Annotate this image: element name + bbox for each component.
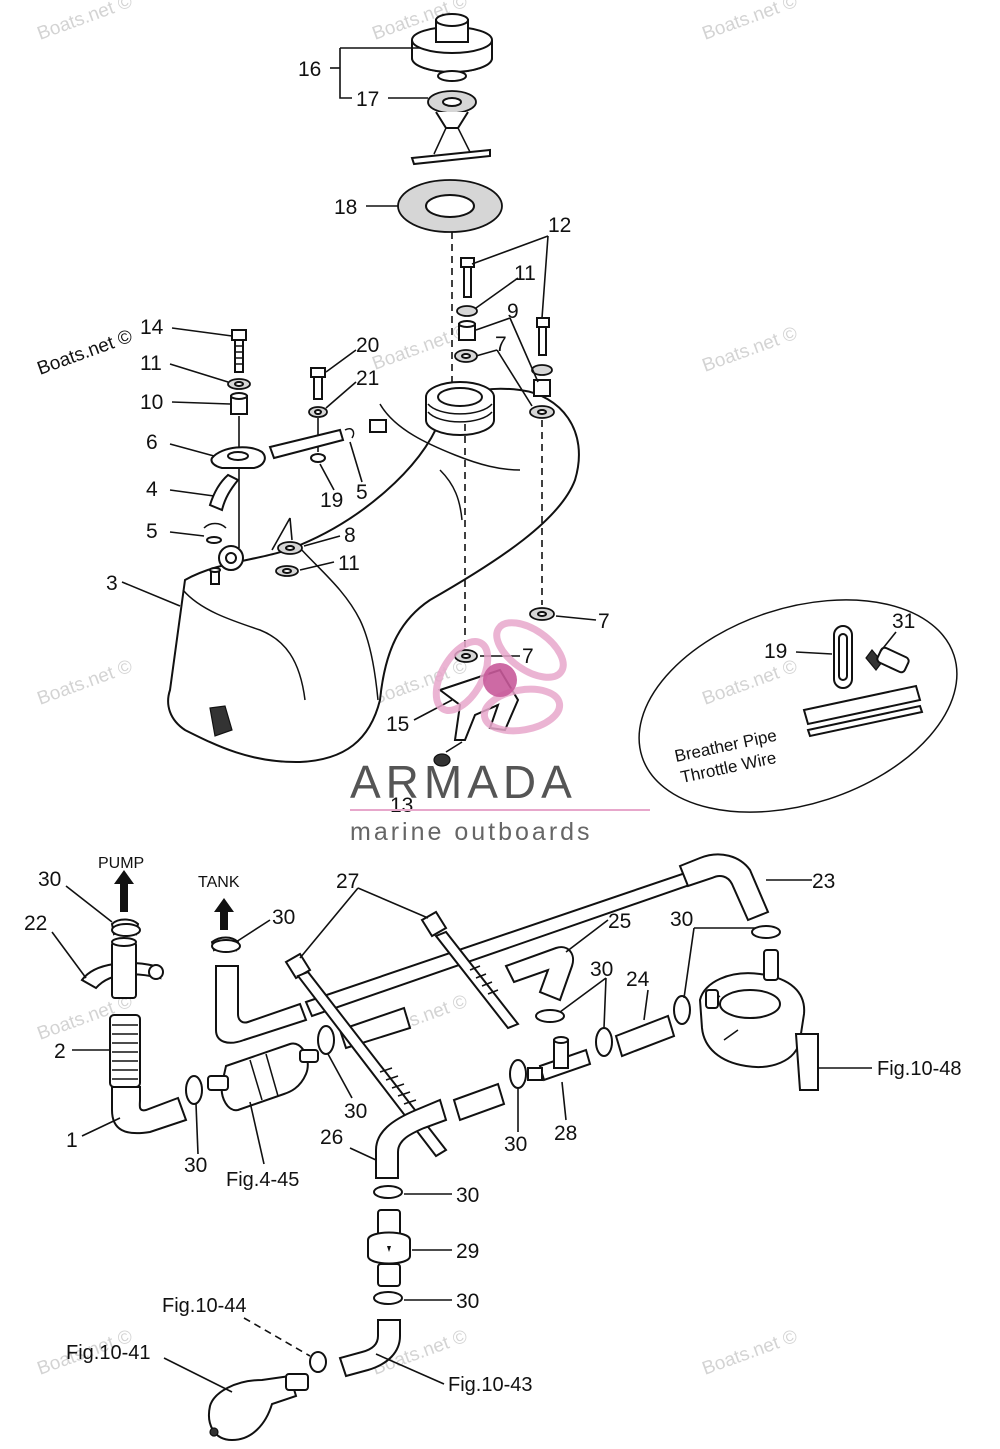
callout-11: 11 [514,262,536,285]
middle-fastener-group [268,367,355,577]
callout-30: 30 [272,906,295,929]
callout-30: 30 [344,1100,367,1123]
part-30-hose-clips [111,923,781,1305]
callout-30: 30 [456,1184,479,1207]
direction-label-pump: PUMP [98,855,144,872]
callout-11: 11 [338,552,360,575]
watermark: Boats.net © [370,321,471,375]
watermark: Boats.net © [700,656,801,710]
ref-fig-10-44: Fig.10-44 [162,1295,247,1317]
brand-name: ARMADA [350,756,577,808]
callout-19: 19 [320,489,343,512]
fuel-filter [207,1042,319,1112]
detail-inset: 19 31 Breather Pipe Throttle Wire [638,599,958,813]
callout-numbers-top: 16 17 18 12 11 9 7 14 11 10 6 4 5 3 20 2… [106,58,610,817]
callout-20: 20 [356,334,379,357]
brand-tagline: marine outboards [350,818,593,846]
callout-4: 4 [146,478,158,501]
part-16-fuel-cap [411,13,493,82]
callout-12: 12 [548,214,571,237]
callout-7: 7 [598,610,610,633]
callout-27: 27 [336,870,359,893]
part-1-2-hose [109,1014,188,1135]
callout-30: 30 [184,1154,207,1177]
callout-30: 30 [504,1133,527,1156]
callout-7: 7 [522,645,534,668]
part-23-breather-hose [304,853,770,1018]
watermark: Boats.net © [35,0,136,45]
ref-fig-10-41: Fig.10-41 [66,1342,151,1364]
watermark: Boats.net © [700,0,801,45]
part-26-elbow-hose [375,1098,448,1179]
part-28-tee [527,1036,592,1082]
part-22-hose-holder [80,870,164,999]
watermark: Boats.net © [700,1326,801,1380]
callout-6: 6 [146,431,158,454]
right-fastener-stack [454,257,555,663]
part-3-fuel-tank [167,381,580,764]
part-17-cap-gasket [410,90,491,166]
callout-25: 25 [608,910,631,933]
callout-10: 10 [140,391,163,414]
direction-label-tank: TANK [198,874,240,891]
watermark: Boats.net © [700,323,801,377]
callout-8: 8 [344,524,356,547]
ref-fig-10-43: Fig.10-43 [448,1374,533,1396]
callout-15: 15 [386,713,409,736]
callout-19: 19 [764,640,787,663]
callout-13: 13 [390,794,413,817]
callout-3: 3 [106,572,118,595]
lower-fuel-hose [208,1319,401,1442]
callout-29: 29 [456,1240,479,1263]
callout-28: 28 [554,1122,577,1145]
part-18-packing [397,179,503,233]
callout-22: 22 [24,912,47,935]
armada-logo: ARMADA marine outboards [350,619,650,846]
callout-30: 30 [670,908,693,931]
callout-26: 26 [320,1126,343,1149]
callout-24: 24 [626,968,650,991]
callout-18: 18 [334,196,357,219]
callout-31: 31 [892,610,915,633]
callout-30: 30 [38,868,61,891]
callout-30: 30 [456,1290,479,1313]
watermark: Boats.net © [35,656,136,710]
callout-leaders-bottom [51,879,872,1393]
ref-fig-10-48: Fig.10-48 [877,1058,962,1080]
callout-17: 17 [356,88,379,111]
callout-leaders-top [121,47,597,721]
callout-5: 5 [356,481,368,504]
fuel-pump-assembly [698,949,819,1091]
part-29-check-valve [367,1209,411,1287]
ref-fig-4-45: Fig.4-45 [226,1169,299,1191]
callout-16: 16 [298,58,321,81]
callout-21: 21 [356,367,379,390]
part-27-cable-ties [284,910,520,1158]
callout-9: 9 [507,300,519,323]
callout-5: 5 [146,520,158,543]
callout-1: 1 [66,1129,78,1152]
left-fastener-stack [203,329,266,585]
callout-11: 11 [140,352,162,375]
callout-23: 23 [812,870,835,893]
callout-numbers-bottom: PUMP TANK 30 22 2 1 30 27 23 25 30 30 24… [24,855,962,1396]
callout-2: 2 [54,1040,66,1063]
callout-14: 14 [140,316,164,339]
callout-30: 30 [590,958,613,981]
watermark-dark: Boats.net © [35,326,136,380]
callout-7: 7 [495,333,507,356]
